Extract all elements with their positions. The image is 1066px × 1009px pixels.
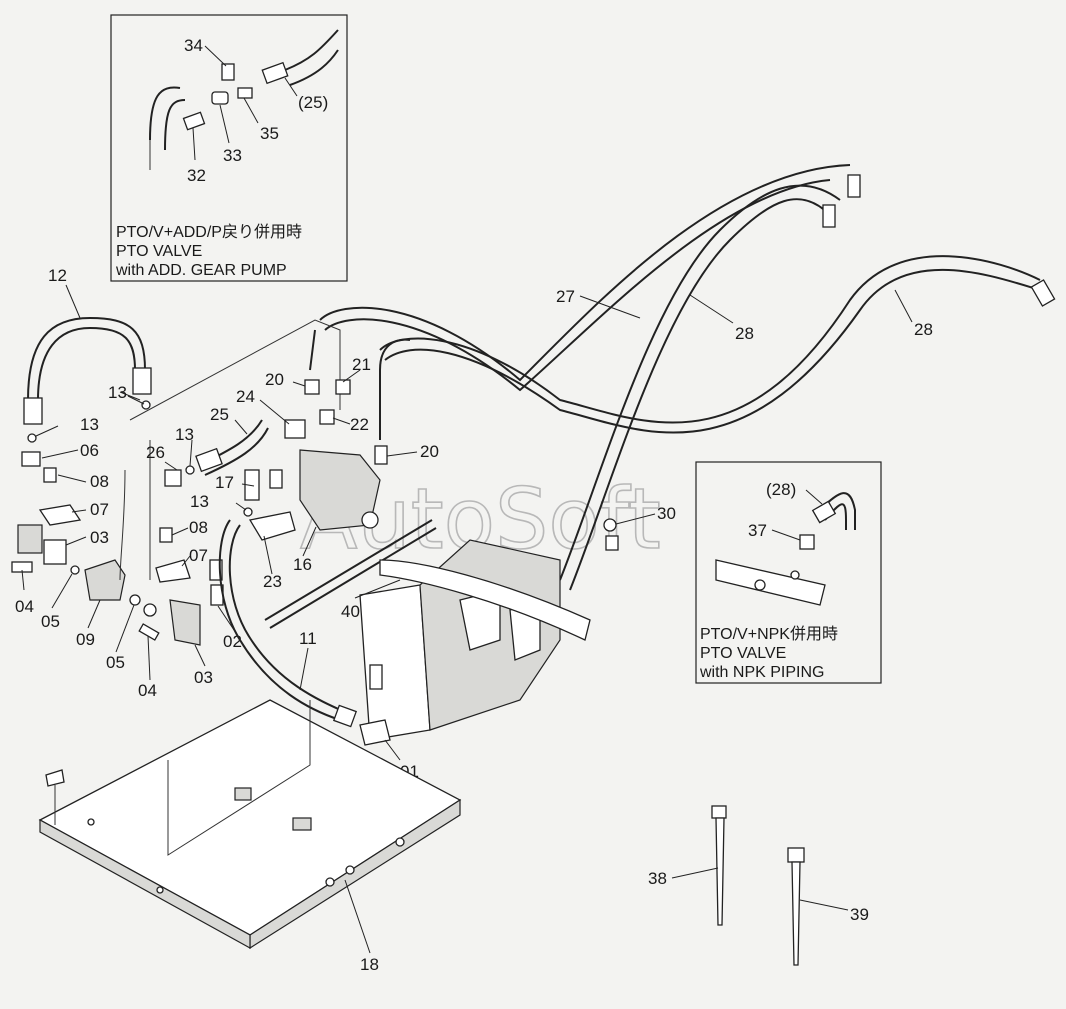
callout-17: 17 <box>215 473 234 492</box>
callout-11: 11 <box>299 629 317 648</box>
callout-28-a: 28 <box>735 324 754 343</box>
callout-07-a: 07 <box>90 500 109 519</box>
left-fittings <box>11 395 235 681</box>
callout-37: 37 <box>748 521 767 540</box>
hose-12 <box>23 284 152 425</box>
callout-34: 34 <box>184 36 203 55</box>
callout-26: 26 <box>146 443 165 462</box>
inset-right-line3: with NPK PIPING <box>699 664 824 681</box>
callout-02: 02 <box>223 632 242 651</box>
callout-35: 35 <box>260 124 279 143</box>
callout-21: 21 <box>352 355 371 374</box>
callout-08-a: 08 <box>90 472 109 491</box>
callout-25-ref: (25) <box>298 93 328 112</box>
inset-npk-piping <box>695 461 882 684</box>
callout-09: 09 <box>76 630 95 649</box>
callout-33: 33 <box>223 146 242 165</box>
callout-13-c: 13 <box>175 425 194 444</box>
callout-28-ref: (28) <box>766 480 796 499</box>
callout-08-b: 08 <box>189 518 208 537</box>
hoses-27-28 <box>319 164 1056 591</box>
callout-05-a: 05 <box>41 612 60 631</box>
callout-03-b: 03 <box>194 668 213 687</box>
callout-13-d: 13 <box>190 492 209 511</box>
inset-right-line2: PTO VALVE <box>700 645 786 662</box>
callout-07-b: 07 <box>189 546 208 565</box>
inset-top-line1: PTO/V+ADD/P戻り併用時 <box>116 223 302 241</box>
hose-11 <box>218 519 401 761</box>
cable-ties <box>671 805 849 966</box>
callout-16: 16 <box>293 555 312 574</box>
callout-23: 23 <box>263 572 282 591</box>
callout-38: 38 <box>648 869 667 888</box>
callout-13-a: 13 <box>108 383 127 402</box>
callout-20-a: 20 <box>265 370 284 389</box>
inset-add-gear-pump <box>110 14 348 282</box>
control-valve <box>264 513 656 741</box>
callout-25: 25 <box>210 405 229 424</box>
callout-22: 22 <box>350 415 369 434</box>
base-plate <box>38 699 462 954</box>
callout-32: 32 <box>187 166 206 185</box>
callout-28-b: 28 <box>914 320 933 339</box>
inset-top-line2: PTO VALVE <box>116 243 202 260</box>
pto-valve-area <box>129 319 418 575</box>
callout-39: 39 <box>850 905 869 924</box>
callout-04-a: 04 <box>15 597 34 616</box>
callout-04-b: 04 <box>138 681 157 700</box>
callout-05-b: 05 <box>106 653 125 672</box>
callout-40: 40 <box>341 602 360 621</box>
callout-20-b: 20 <box>420 442 439 461</box>
callout-03-a: 03 <box>90 528 109 547</box>
inset-right-line1: PTO/V+NPK併用時 <box>700 625 838 643</box>
callout-12: 12 <box>48 266 67 285</box>
callout-24: 24 <box>236 387 255 406</box>
callout-27: 27 <box>556 287 575 306</box>
callout-06: 06 <box>80 441 99 460</box>
callout-30: 30 <box>657 504 676 523</box>
callout-18: 18 <box>360 955 379 974</box>
inset-top-line3: with ADD. GEAR PUMP <box>115 262 287 279</box>
callout-13-b: 13 <box>80 415 99 434</box>
